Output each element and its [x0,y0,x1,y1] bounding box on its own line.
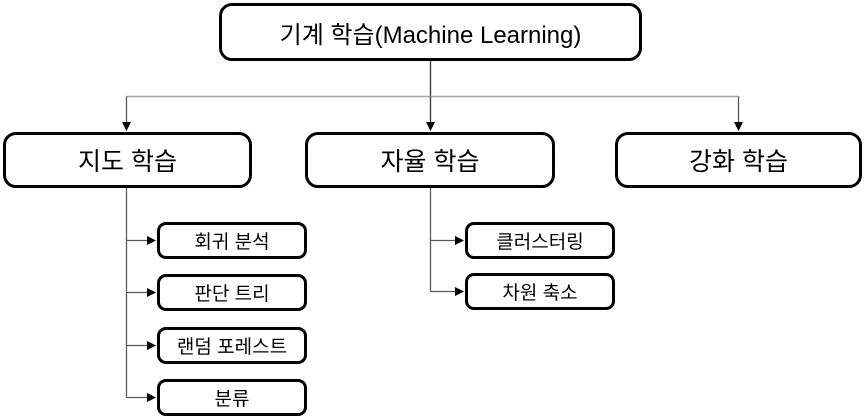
arrowhead-right-dim-reduction [455,287,464,296]
node-random-forest-label: 랜덤 포레스트 [176,337,288,358]
arrowhead-down-supervised [122,122,131,131]
node-reinforcement-learning: 강화 학습 [615,132,862,188]
node-decision-tree: 판단 트리 [157,274,307,311]
arrowhead-right-clustering [455,236,464,245]
node-classification-label: 분류 [214,389,250,410]
node-unsupervised-learning: 자율 학습 [305,132,555,188]
node-clustering-label: 클러스터링 [496,232,584,253]
node-supervised-learning-label: 지도 학습 [78,148,177,176]
node-unsupervised-learning-label: 자율 학습 [380,148,480,176]
arrowhead-down-reinforcement [734,122,743,131]
node-supervised-learning: 지도 학습 [3,132,252,188]
node-clustering: 클러스터링 [465,222,615,259]
arrowhead-right-random-forest [147,341,156,350]
node-dimensionality-reduction-label: 차원 축소 [502,283,578,304]
node-regression-analysis-label: 회귀 분석 [194,232,270,253]
node-reinforcement-learning-label: 강화 학습 [689,148,788,176]
node-random-forest: 랜덤 포레스트 [157,327,307,364]
node-regression-analysis: 회귀 분석 [157,222,307,259]
node-dimensionality-reduction: 차원 축소 [465,273,615,310]
arrowhead-down-unsupervised [426,122,435,131]
node-machine-learning-label: 기계 학습(Machine Learning) [279,21,582,49]
arrowhead-right-classification [147,393,156,402]
arrowhead-right-regression [147,236,156,245]
arrowhead-right-decision-tree [147,288,156,297]
node-decision-tree-label: 판단 트리 [194,284,270,305]
node-classification: 분류 [157,379,307,416]
node-machine-learning: 기계 학습(Machine Learning) [219,3,642,61]
